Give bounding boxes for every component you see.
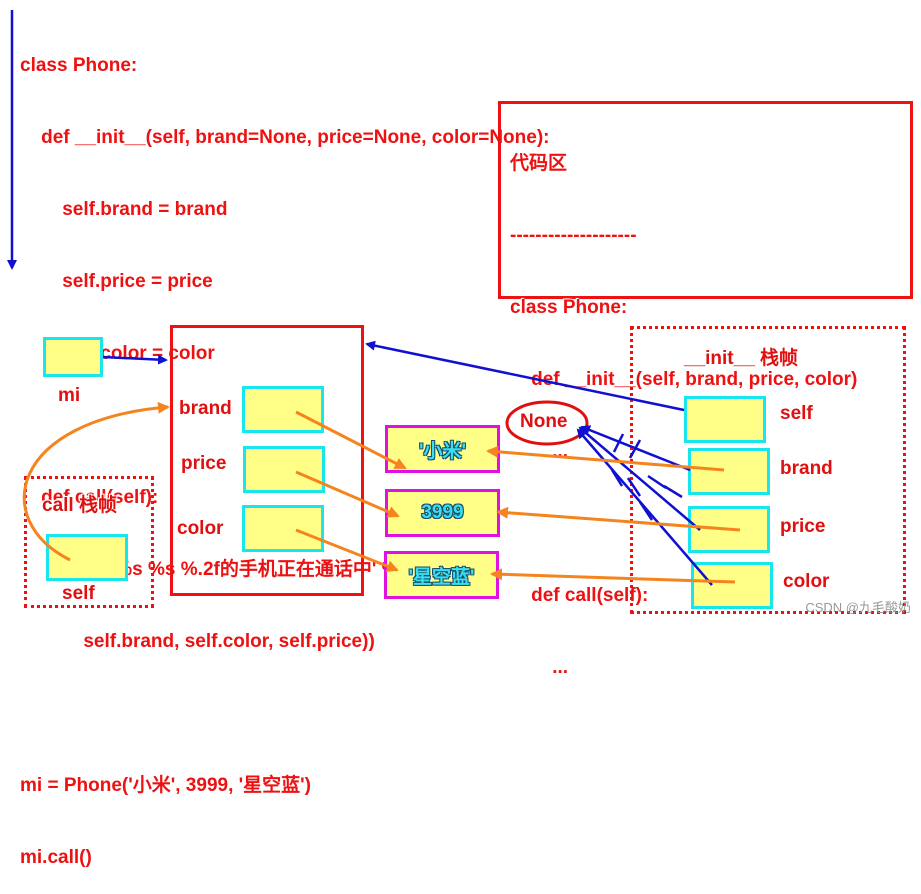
price-label: price [181, 453, 227, 474]
value-brand: '小米' [385, 425, 500, 473]
brand-slot [242, 386, 324, 433]
call-frame-title: call 栈帧 [42, 495, 117, 516]
code-line: mi.call() [20, 847, 92, 868]
color-label: color [177, 518, 224, 539]
code-line: def __init__(self, brand=None, price=Non… [20, 127, 550, 148]
init-self-label: self [780, 403, 813, 424]
code-line: class Phone: [510, 297, 628, 318]
call-self-slot [46, 534, 128, 581]
init-self-slot [684, 396, 766, 443]
code-line: self.brand = brand [20, 199, 228, 220]
code-area-title: 代码区 [510, 153, 568, 174]
code-line: mi = Phone('小米', 3999, '星空蓝') [20, 775, 311, 796]
mi-variable-slot [43, 337, 103, 377]
init-brand-label: brand [780, 458, 833, 479]
code-line: self.brand, self.color, self.price)) [20, 631, 375, 652]
price-slot [243, 446, 325, 493]
value-color: '星空蓝' [384, 551, 499, 599]
init-color-label: color [783, 571, 830, 592]
color-slot [242, 505, 324, 552]
brand-label: brand [179, 398, 232, 419]
none-label: None [520, 411, 568, 432]
init-color-slot [691, 562, 773, 609]
watermark: CSDN @九毛酸奶 [805, 600, 911, 615]
value-price: 3999 [385, 489, 500, 537]
code-line: class Phone: [20, 55, 138, 76]
code-line: self.price = price [20, 271, 213, 292]
init-brand-slot [688, 448, 770, 495]
init-frame-title: __init__ 栈帧 [684, 348, 799, 369]
init-price-label: price [780, 516, 826, 537]
code-line: def call(self): [510, 585, 649, 606]
code-area-box [498, 101, 913, 299]
code-line [20, 702, 549, 726]
code-line: ... [510, 657, 569, 678]
init-price-slot [688, 506, 770, 553]
mi-label: mi [58, 385, 81, 406]
call-self-label: self [62, 583, 95, 604]
code-area-separator: -------------------- [510, 225, 637, 246]
